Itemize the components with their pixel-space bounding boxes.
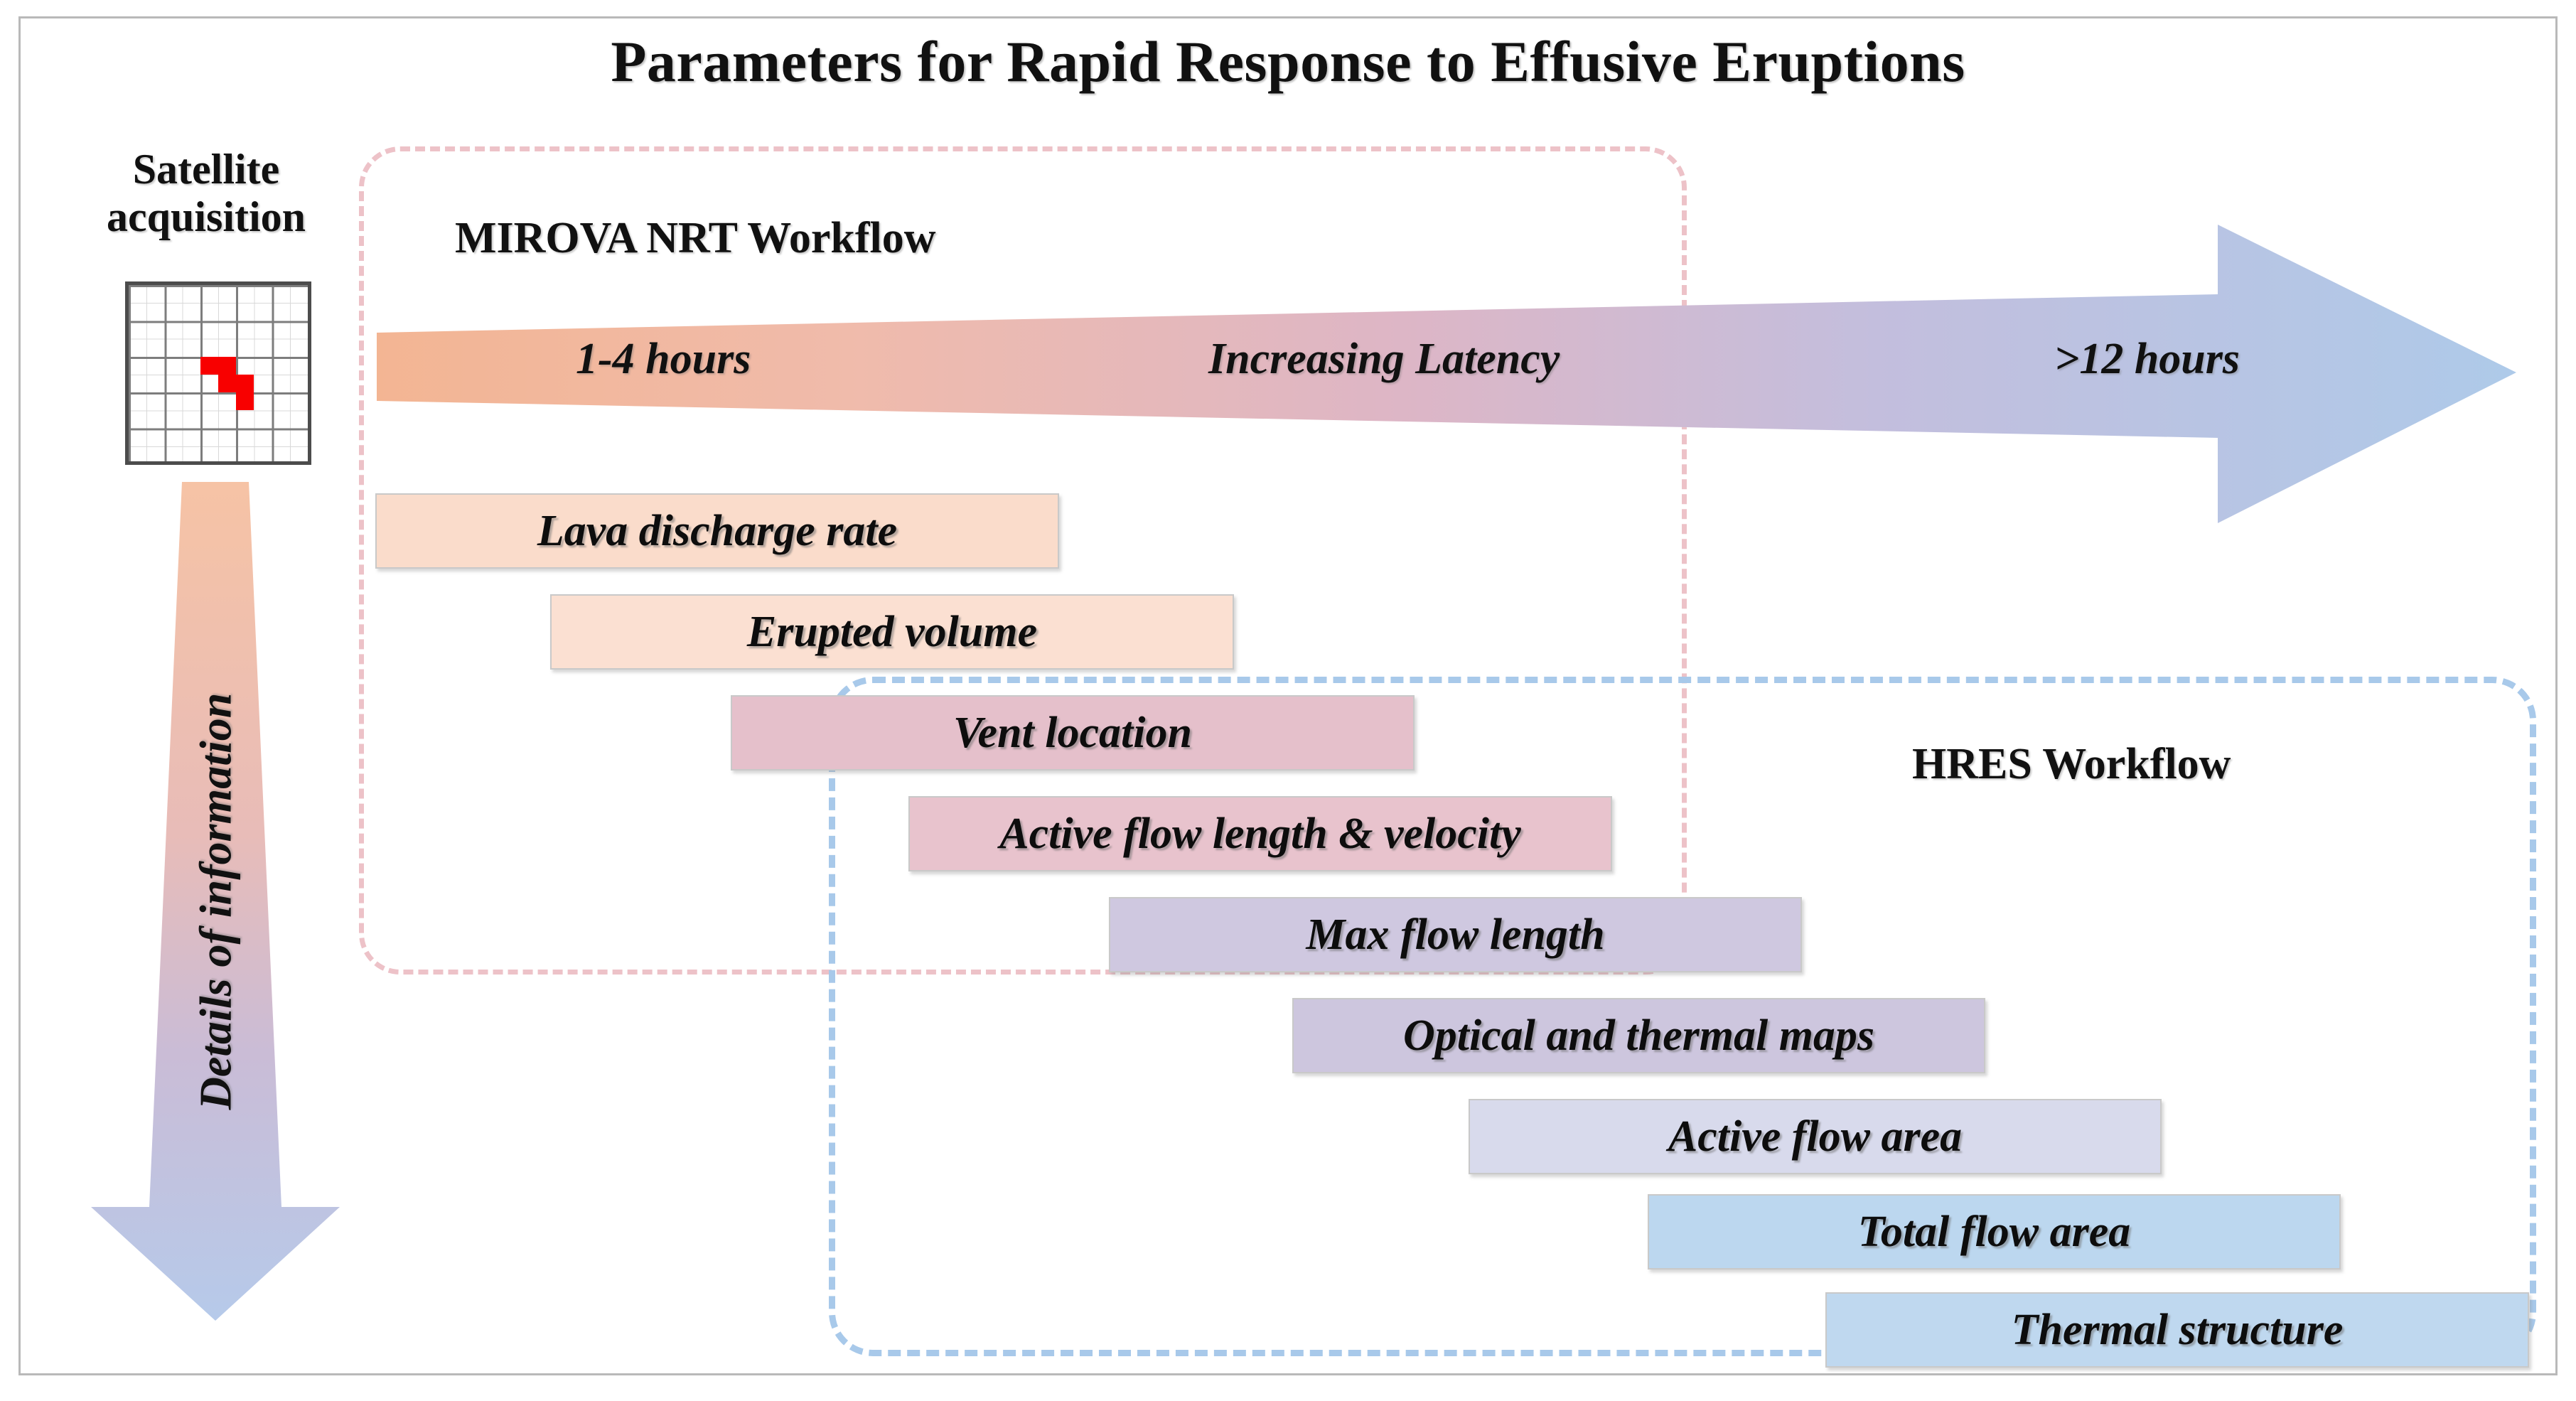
parameter-bar-label: Active flow length & velocity bbox=[999, 809, 1521, 858]
parameter-bar[interactable]: Active flow area bbox=[1469, 1099, 2162, 1174]
parameter-bar[interactable]: Optical and thermal maps bbox=[1292, 998, 1985, 1073]
parameter-bar[interactable]: Erupted volume bbox=[550, 594, 1234, 670]
hot-pixel bbox=[236, 392, 254, 411]
hot-pixel bbox=[218, 356, 236, 375]
parameter-bar-label: Active flow area bbox=[1668, 1112, 1963, 1161]
mirova-workflow-boundary bbox=[359, 146, 1687, 975]
parameter-bar-label: Total flow area bbox=[1857, 1207, 2131, 1256]
latency-right-label: >12 hours bbox=[2054, 335, 2240, 383]
mirova-workflow-label: MIROVA NRT Workflow bbox=[455, 214, 936, 262]
parameter-bar[interactable]: Total flow area bbox=[1648, 1194, 2341, 1270]
latency-middle-label: Increasing Latency bbox=[1208, 335, 1560, 383]
parameter-bar-label: Erupted volume bbox=[746, 607, 1038, 656]
page-title: Parameters for Rapid Response to Effusiv… bbox=[611, 29, 1965, 94]
latency-left-label: 1-4 hours bbox=[576, 335, 751, 383]
satellite-acquisition-label: Satellite acquisition bbox=[43, 146, 370, 241]
parameter-bar-label: Max flow length bbox=[1306, 910, 1605, 959]
hres-workflow-boundary bbox=[829, 677, 2536, 1356]
satellite-label-line1: Satellite bbox=[132, 146, 280, 193]
satellite-label-line2: acquisition bbox=[106, 193, 306, 241]
hot-pixel bbox=[200, 356, 218, 375]
details-of-information-label: Details of information bbox=[190, 692, 240, 1110]
parameter-bar-label: Lava discharge rate bbox=[537, 506, 898, 555]
parameter-bar[interactable]: Max flow length bbox=[1109, 897, 1802, 972]
hot-pixel bbox=[218, 375, 236, 392]
parameter-bar-label: Vent location bbox=[953, 708, 1192, 757]
parameter-bar-label: Thermal structure bbox=[2011, 1305, 2344, 1354]
increasing-latency-arrow-icon bbox=[377, 225, 2516, 523]
parameter-bar[interactable]: Lava discharge rate bbox=[375, 493, 1059, 569]
parameter-bar[interactable]: Active flow length & velocity bbox=[908, 796, 1612, 871]
hres-workflow-label: HRES Workflow bbox=[1912, 740, 2231, 788]
parameter-bar[interactable]: Thermal structure bbox=[1825, 1292, 2529, 1368]
hot-pixel bbox=[236, 375, 254, 392]
satellite-pixel-grid-icon bbox=[125, 281, 311, 465]
details-of-information-arrow-icon bbox=[91, 482, 340, 1321]
parameter-bar-label: Optical and thermal maps bbox=[1402, 1011, 1875, 1060]
parameter-bar[interactable]: Vent location bbox=[731, 695, 1415, 771]
